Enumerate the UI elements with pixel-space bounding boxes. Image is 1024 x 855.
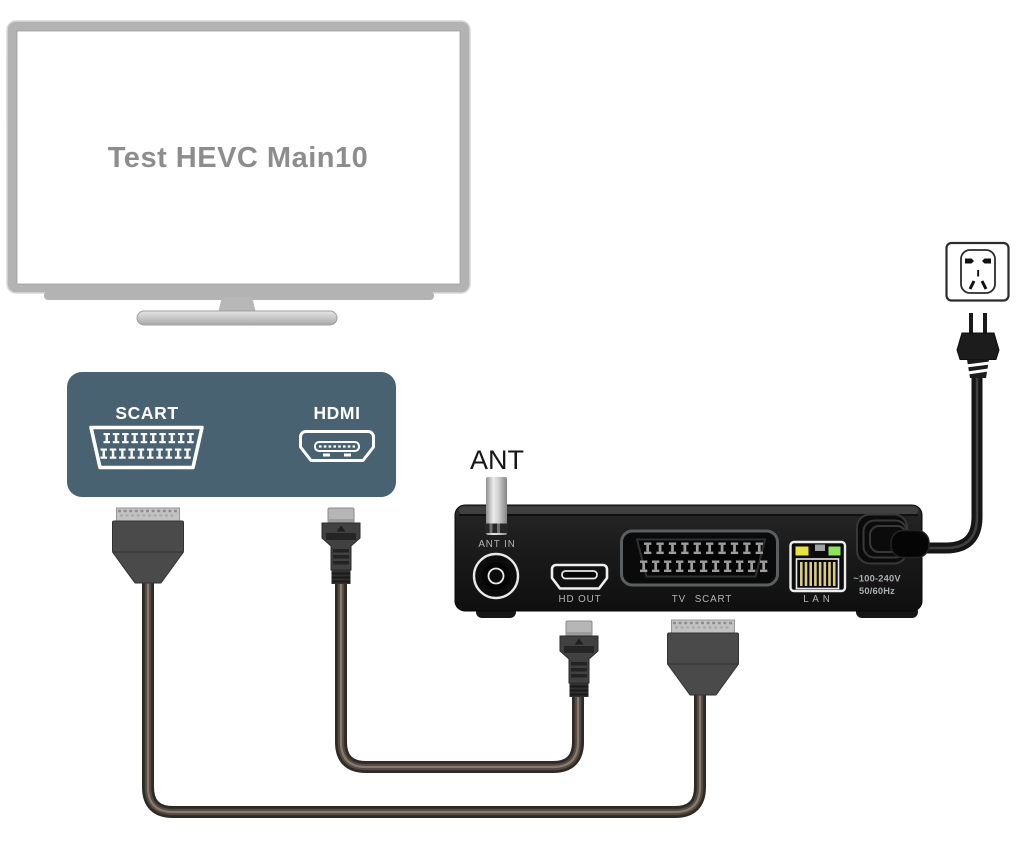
tv-screen xyxy=(16,30,461,285)
hdmi-plug-receiver xyxy=(559,620,599,697)
scart-plug-receiver xyxy=(667,619,739,696)
antenna-cable xyxy=(486,477,507,535)
tv-scart-label: TV SCART xyxy=(672,594,732,605)
scart-plug-tv xyxy=(112,507,184,584)
box-top-bevel xyxy=(459,506,918,515)
antenna: ANT xyxy=(470,445,524,535)
tv-stand-base xyxy=(136,310,338,326)
tv-stand-neck xyxy=(218,297,256,313)
lan-led-green xyxy=(828,546,841,556)
power-rating-line1: ~100-240V xyxy=(853,574,901,584)
tv-scart-port-icon xyxy=(620,529,779,587)
tv-connection-panel: SCART HDMI xyxy=(67,372,396,497)
coax-port-icon xyxy=(472,552,520,600)
tv: Test HEVC Main10 xyxy=(6,20,471,326)
rj45-port-icon xyxy=(789,540,847,593)
scart-cable xyxy=(142,564,706,818)
hdmi-port-icon xyxy=(299,430,375,462)
rj45-latch xyxy=(815,544,825,551)
lan-label: L A N xyxy=(803,594,831,605)
scart-label: SCART xyxy=(115,403,178,423)
tv-screen-text: Test HEVC Main10 xyxy=(108,142,368,174)
hdmi-plug-tv xyxy=(321,507,361,584)
lan-led-yellow xyxy=(795,546,809,556)
hdmi-cable xyxy=(335,569,584,773)
power-plug-icon xyxy=(956,313,1000,378)
ant-in-label: ANT IN xyxy=(478,539,515,550)
ant-label: ANT xyxy=(470,445,524,475)
hdmi-label: HDMI xyxy=(313,403,360,423)
hd-out-label: HD OUT xyxy=(559,594,602,605)
hd-out-port-icon xyxy=(550,563,609,590)
power-inlet-boot xyxy=(856,513,930,565)
receiver-box: ANT IN HD OUT TV SCART L xyxy=(454,504,923,618)
power-rating-line2: 50/60Hz xyxy=(859,586,895,596)
hdmi-arrow-icon xyxy=(336,525,346,532)
scart-port-icon xyxy=(89,425,204,470)
power-plug-head xyxy=(890,529,930,559)
power-outlet-icon xyxy=(945,241,1010,302)
tv-chin xyxy=(44,291,434,300)
power-cable xyxy=(910,367,983,554)
hdmi-arrow-icon xyxy=(574,638,584,645)
